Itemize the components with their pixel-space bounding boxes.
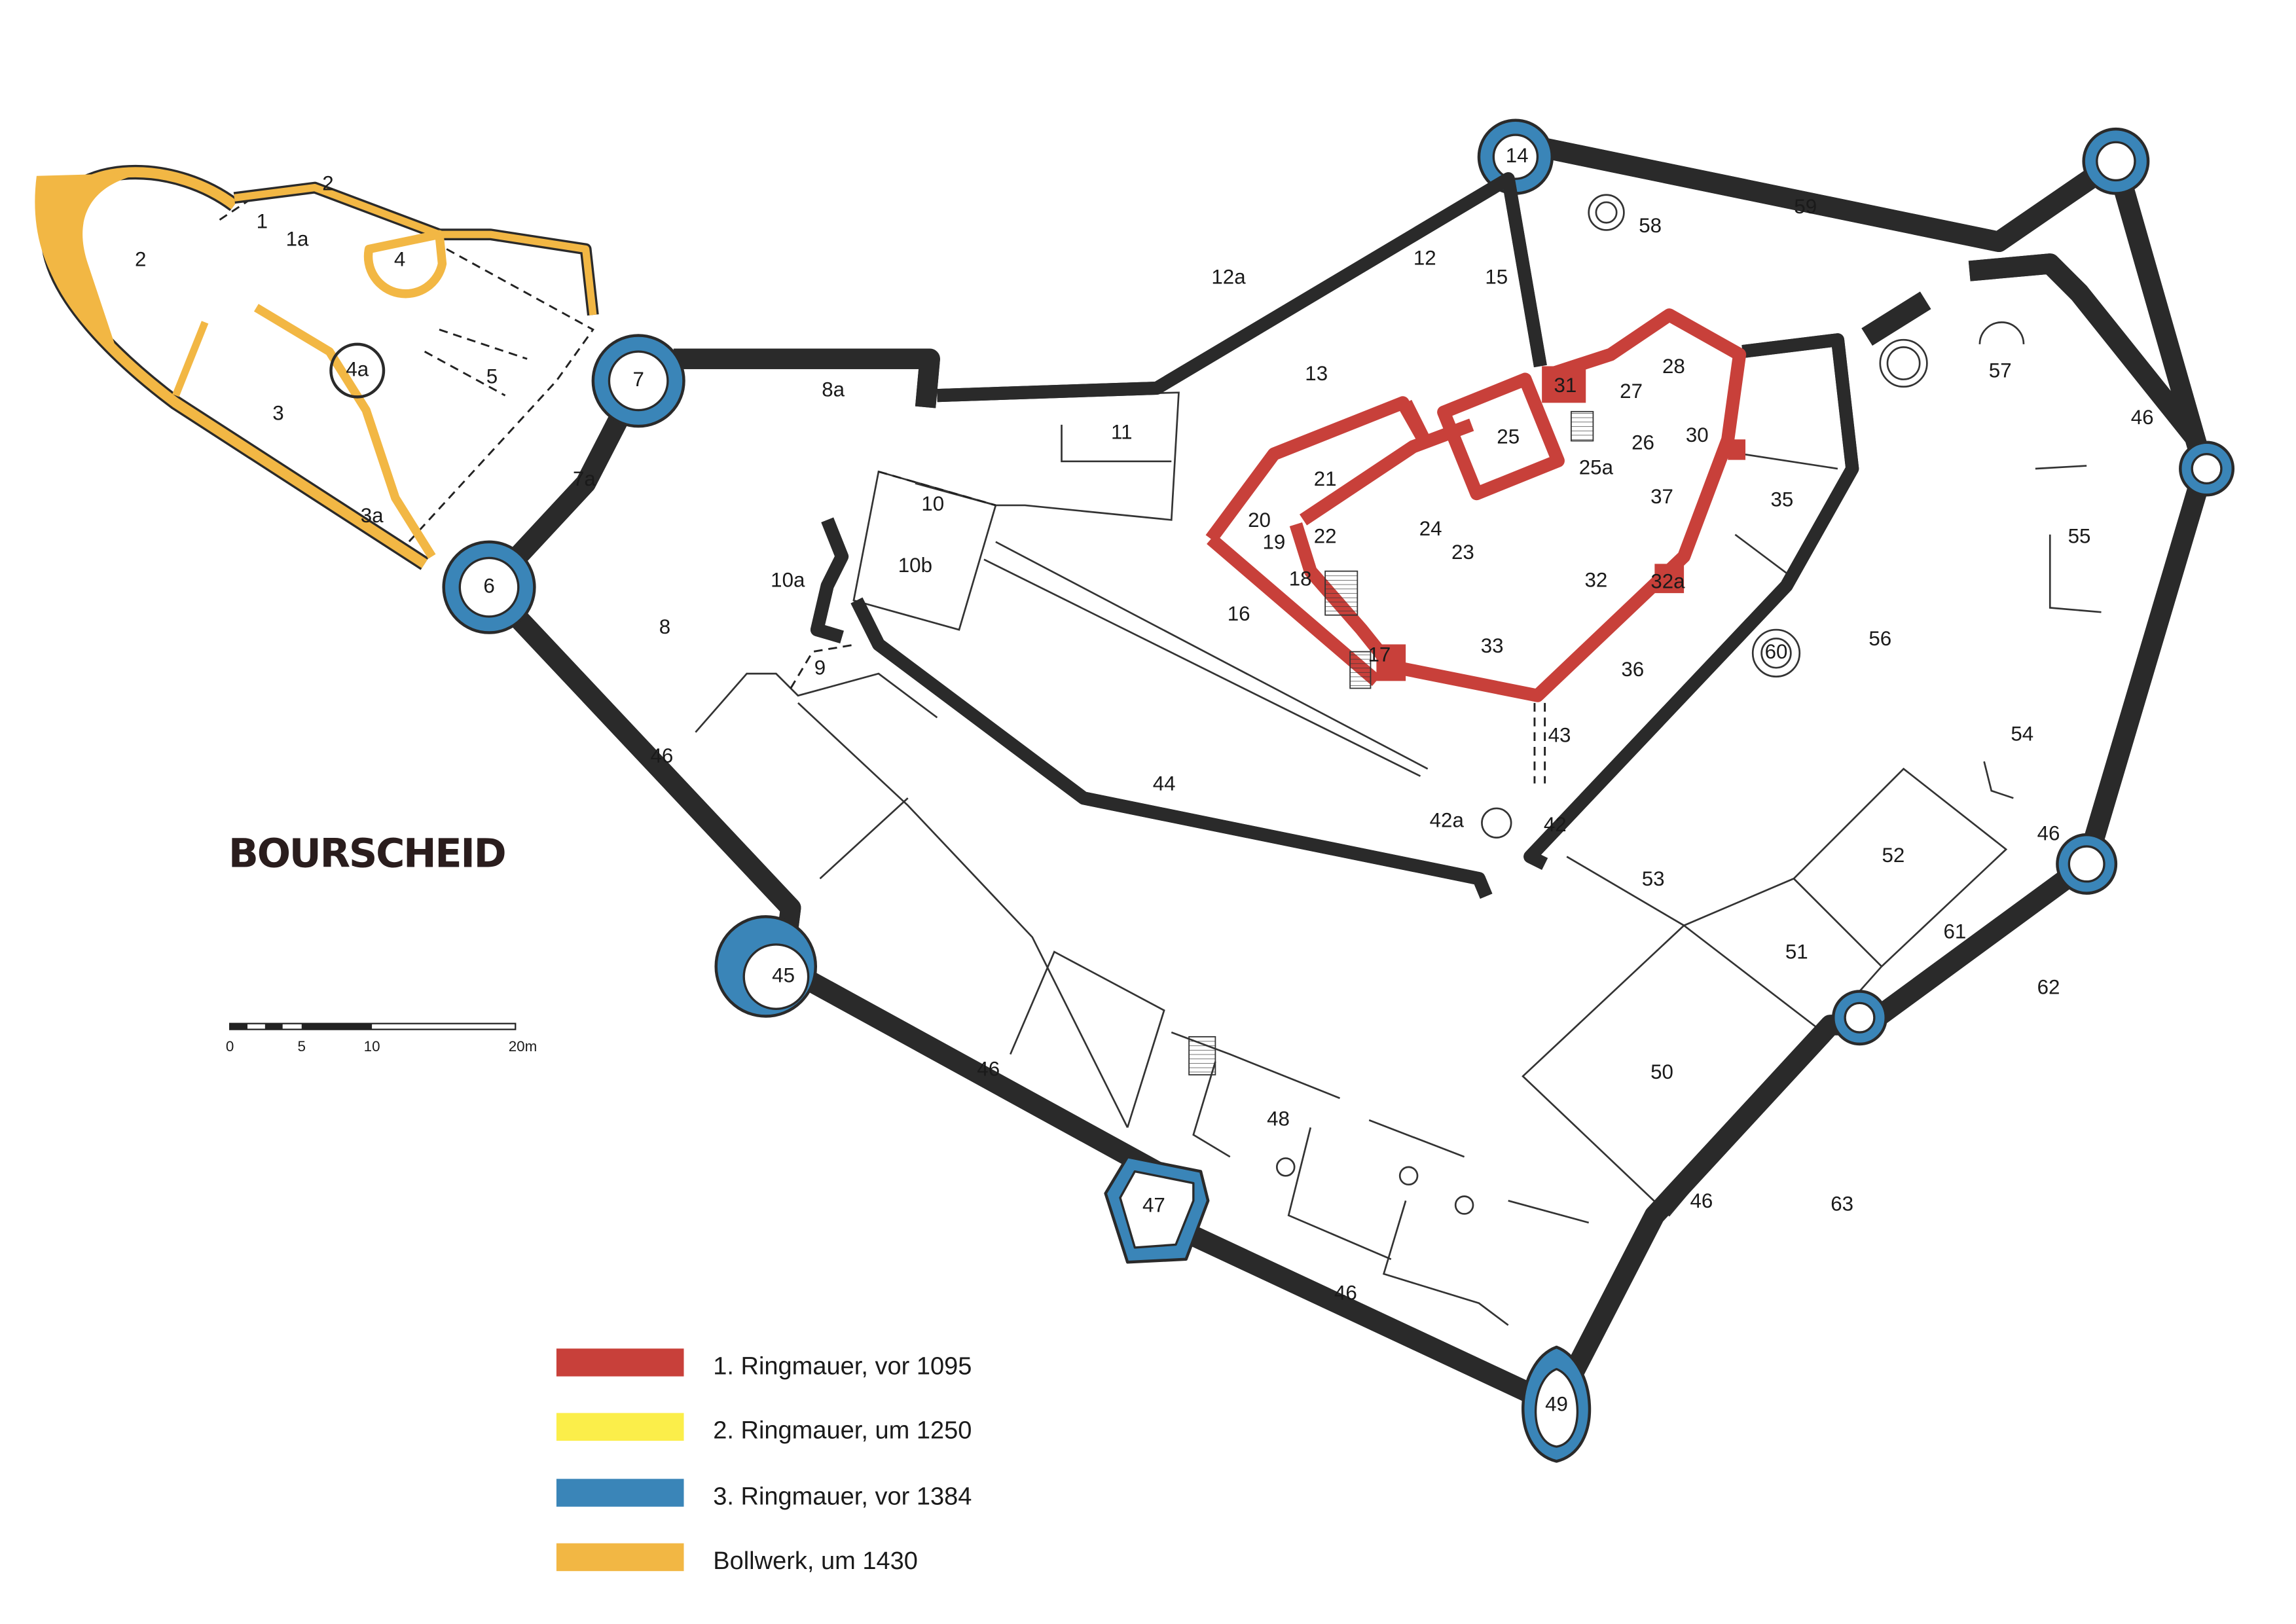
legend-swatch-ring1 [556, 1348, 684, 1377]
room-label: 4 [394, 248, 405, 271]
room-label: 13 [1305, 362, 1328, 385]
room-label: 48 [1267, 1108, 1290, 1130]
room-label: 10 [921, 492, 944, 515]
room-label: 46 [1690, 1189, 1713, 1212]
room-label: 54 [2011, 722, 2033, 745]
room-label: 33 [1481, 634, 1504, 657]
room-label: 50 [1650, 1060, 1673, 1083]
room-label: 24 [1419, 517, 1442, 540]
map-title: BOURSCHEID [228, 831, 505, 876]
room-label: 46 [2037, 821, 2060, 844]
room-label: 36 [1621, 658, 1644, 681]
room-label: 15 [1485, 266, 1508, 289]
room-label: 42 [1544, 813, 1567, 836]
room-label: 3 [272, 402, 283, 425]
room-label: 7 [632, 368, 644, 391]
scale-tick: 0 [226, 1038, 234, 1055]
legend-swatch-ring2 [556, 1413, 684, 1441]
room-label: 20 [1248, 509, 1271, 532]
ring-wall-3 [442, 118, 2235, 1463]
room-label: 49 [1545, 1393, 1568, 1416]
room-label: 58 [1639, 214, 1662, 237]
room-label: 47 [1142, 1194, 1165, 1217]
room-label: 46 [651, 744, 674, 767]
scale-tick: 10 [364, 1038, 380, 1055]
room-label: 12a [1211, 266, 1246, 289]
room-label: 1a [286, 227, 309, 250]
room-label: 9 [814, 657, 826, 679]
legend: 1. Ringmauer, vor 1095 2. Ringmauer, um … [556, 1348, 972, 1575]
room-label: 57 [1989, 359, 2012, 382]
scale-tick: 5 [298, 1038, 306, 1055]
room-label: 46 [977, 1058, 1000, 1081]
room-label: 44 [1153, 772, 1176, 795]
room-label: 6 [483, 574, 494, 597]
room-label: 3a [361, 504, 384, 527]
room-label: 25a [1579, 456, 1614, 478]
legend-label: 3. Ringmauer, vor 1384 [713, 1483, 972, 1510]
room-label: 8a [822, 378, 845, 401]
room-label: 61 [1943, 920, 1966, 943]
legend-label: 1. Ringmauer, vor 1095 [713, 1352, 972, 1380]
stairs [1188, 410, 1594, 1075]
room-label: 17 [1368, 643, 1391, 666]
legend-swatch-ring3 [556, 1479, 684, 1507]
room-label: 32a [1650, 570, 1685, 593]
room-label: 59 [1794, 195, 1817, 218]
room-label: 21 [1314, 467, 1337, 490]
room-label: 26 [1631, 431, 1654, 454]
room-label: 16 [1228, 602, 1250, 625]
legend-swatch-bollwerk [556, 1543, 684, 1572]
room-label: 8 [659, 615, 670, 638]
room-label: 12 [1413, 246, 1436, 269]
room-label: 11 [1111, 421, 1133, 444]
room-label: 25 [1497, 425, 1520, 448]
room-label: 45 [772, 964, 795, 986]
room-label: 42a [1430, 808, 1465, 831]
room-label: 2 [135, 248, 146, 271]
room-label: 19 [1262, 530, 1285, 553]
room-label: 46 [2131, 406, 2154, 429]
scale-tick: 20m [509, 1038, 538, 1055]
legend-label: 2. Ringmauer, um 1250 [713, 1417, 972, 1445]
room-label: 46 [1334, 1282, 1357, 1305]
room-label: 60 [1765, 640, 1788, 663]
room-label: 2 [322, 171, 333, 194]
room-label: 37 [1650, 485, 1673, 508]
room-label: 10a [771, 569, 805, 592]
room-label: 35 [1771, 488, 1794, 511]
room-label: 63 [1831, 1192, 1853, 1215]
room-label: 22 [1314, 524, 1337, 547]
room-label: 28 [1662, 355, 1685, 378]
scale-bar: 0 5 10 20m [226, 1022, 538, 1055]
room-labels: 2 1 1a 2 4 4a 5 3 3a 7 8a 7a 6 8 10 10b … [135, 144, 2154, 1416]
room-label: 55 [2068, 524, 2091, 547]
room-label: 53 [1642, 867, 1665, 890]
room-label: 10b [898, 554, 932, 577]
room-label: 51 [1785, 941, 1808, 964]
room-label: 31 [1554, 374, 1577, 397]
room-label: 43 [1548, 724, 1571, 747]
room-label: 52 [1882, 844, 1905, 867]
room-label: 7a [573, 467, 596, 490]
room-label: 1 [257, 210, 268, 233]
room-label: 30 [1686, 424, 1709, 446]
room-label: 27 [1620, 380, 1643, 403]
room-label: 14 [1506, 144, 1529, 167]
room-label: 56 [1868, 627, 1891, 650]
bollwerk-walls [35, 165, 599, 570]
room-label: 32 [1584, 569, 1607, 592]
room-label: 5 [486, 365, 498, 388]
room-label: 18 [1289, 567, 1312, 590]
ring-wall-2 [817, 172, 1852, 896]
legend-label: Bollwerk, um 1430 [713, 1547, 918, 1575]
room-label: 4a [346, 357, 369, 380]
room-label: 62 [2037, 975, 2060, 998]
ring-wall-1 [1205, 308, 1747, 702]
room-label: 23 [1451, 541, 1474, 564]
